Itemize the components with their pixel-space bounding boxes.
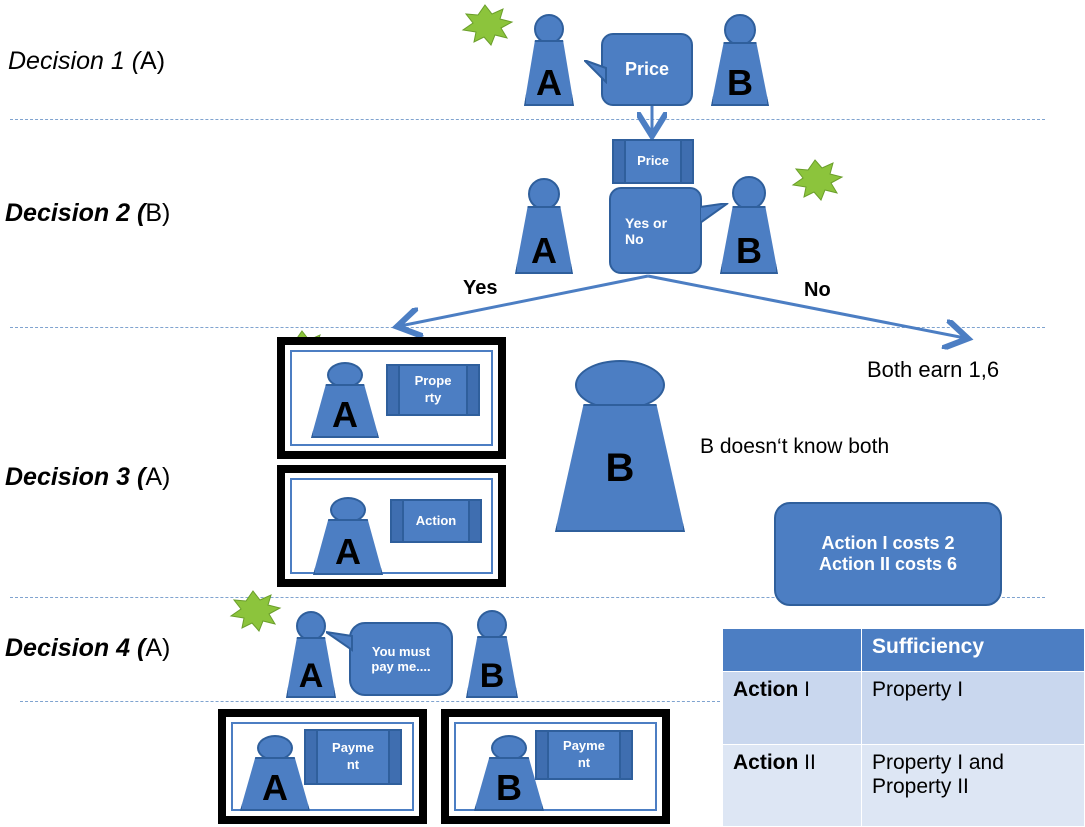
separator-line xyxy=(10,119,1045,120)
pawn-a: A xyxy=(286,611,336,698)
pawn-a: A xyxy=(515,178,573,274)
no-arrow xyxy=(647,274,965,338)
pawn-a: A xyxy=(524,14,574,106)
table-row-label: Action I xyxy=(722,671,862,745)
bubble-tail xyxy=(700,203,729,225)
sufficiency-table: Sufficiency Action I Property I Action I… xyxy=(722,628,1085,827)
decision-2-label: Decision 2 (B) xyxy=(5,199,171,227)
pawn-b: B xyxy=(474,735,544,811)
bubble-tail xyxy=(584,60,607,84)
price-scroll: Price xyxy=(612,139,694,184)
separator-line xyxy=(10,327,1045,328)
decision-3-label: Decision 3 (A) xyxy=(5,463,171,491)
pawn-b-large: B xyxy=(555,360,685,532)
table-cell: Property I xyxy=(861,671,1085,745)
table-header-sufficiency: Sufficiency xyxy=(861,628,1085,672)
table-header-empty xyxy=(722,628,862,672)
pawn-a: A xyxy=(311,362,379,438)
pawn-a: A xyxy=(240,735,310,811)
yes-label: Yes xyxy=(463,277,498,299)
separator-line xyxy=(20,701,720,702)
pawn-b: B xyxy=(466,610,518,698)
separator-line xyxy=(10,597,1045,598)
pawn-b: B xyxy=(711,14,769,106)
payment-frame-b xyxy=(441,709,670,824)
bubble-tail xyxy=(326,631,353,652)
note-text: B doesn‘t know both xyxy=(700,435,890,458)
no-label: No xyxy=(804,279,831,301)
pawn-b: B xyxy=(720,176,778,274)
pawn-a: A xyxy=(313,497,383,575)
decision-1-label: Decision 1 (A) xyxy=(8,47,166,75)
decision-4-label: Decision 4 (A) xyxy=(5,634,171,662)
price-bubble: Price xyxy=(601,33,693,106)
table-row-label: Action II xyxy=(722,744,862,827)
yes-arrow xyxy=(400,274,649,326)
outcome-text: Both earn 1,6 xyxy=(867,357,1000,382)
action-scroll: Action xyxy=(390,499,482,543)
